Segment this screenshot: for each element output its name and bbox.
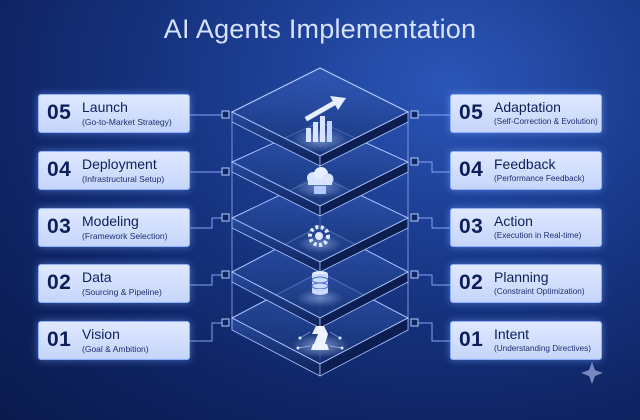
step-description: (Sourcing & Pipeline)	[82, 287, 162, 297]
step-description: (Constraint Optimization)	[494, 287, 585, 296]
step-number: 04	[459, 158, 484, 181]
step-description: (Infrastructural Setup)	[82, 174, 165, 184]
card-planning: 02 Planning (Constraint Optimization)	[450, 264, 602, 303]
step-name: Planning	[494, 269, 549, 285]
step-name: Action	[494, 213, 533, 229]
node-left-3	[221, 213, 230, 222]
card-deployment: 04 Deployment (Infrastructural Setup)	[38, 151, 190, 190]
step-name: Deployment	[82, 156, 157, 172]
node-left-4	[221, 167, 230, 176]
step-number: 04	[47, 158, 72, 181]
gear-icon	[298, 225, 342, 253]
growth-chart-icon	[292, 96, 348, 152]
connector-right-3	[414, 217, 450, 229]
chess-knight-icon	[290, 326, 350, 358]
database-icon	[296, 271, 344, 307]
cloud-server-icon	[294, 167, 346, 198]
step-number: 03	[459, 215, 484, 238]
step-number: 05	[47, 101, 72, 124]
node-right-2	[410, 270, 419, 279]
step-description: (Execution in Real-time)	[494, 231, 582, 240]
card-vision: 01 Vision (Goal & Ambition)	[38, 321, 190, 360]
card-action: 03 Action (Execution in Real-time)	[450, 208, 602, 247]
step-name: Modeling	[82, 213, 139, 229]
connector-right-2	[414, 274, 450, 286]
card-launch: 05 Launch (Go-to-Market Strategy)	[38, 94, 190, 133]
step-description: (Understanding Directives)	[494, 344, 591, 353]
card-intent: 01 Intent (Understanding Directives)	[450, 321, 602, 360]
step-number: 02	[459, 271, 484, 294]
node-left-5	[221, 110, 230, 119]
connector-left-3	[190, 217, 226, 229]
node-right-4	[410, 157, 419, 166]
connector-left-2	[190, 274, 226, 286]
step-number: 02	[47, 271, 72, 294]
connector-left-1	[190, 322, 226, 342]
step-description: (Self-Correction & Evolution)	[494, 117, 598, 126]
step-description: (Go-to-Market Strategy)	[82, 117, 172, 127]
step-description: (Goal & Ambition)	[82, 344, 149, 354]
step-description: (Performance Feedback)	[494, 174, 585, 183]
sparkle-icon	[581, 362, 603, 384]
step-name: Launch	[82, 99, 128, 115]
step-name: Vision	[82, 326, 120, 342]
card-data: 02 Data (Sourcing & Pipeline)	[38, 264, 190, 303]
card-adaptation: 05 Adaptation (Self-Correction & Evoluti…	[450, 94, 602, 133]
step-name: Feedback	[494, 156, 556, 172]
step-name: Adaptation	[494, 99, 561, 115]
step-number: 01	[459, 328, 484, 351]
step-name: Data	[82, 269, 112, 285]
connector-right-4	[414, 161, 450, 173]
node-right-1	[410, 318, 419, 327]
card-feedback: 04 Feedback (Performance Feedback)	[450, 151, 602, 190]
node-right-5	[410, 110, 419, 119]
step-description: (Framework Selection)	[82, 231, 168, 241]
node-left-2	[221, 270, 230, 279]
node-left-1	[221, 318, 230, 327]
card-modeling: 03 Modeling (Framework Selection)	[38, 208, 190, 247]
layer-3	[230, 175, 410, 273]
step-number: 05	[459, 101, 484, 124]
connector-right-1	[414, 322, 450, 342]
node-right-3	[410, 213, 419, 222]
step-name: Intent	[494, 326, 530, 342]
page-title: AI Agents Implementation	[163, 14, 477, 44]
step-number: 01	[47, 328, 72, 351]
step-number: 03	[47, 215, 72, 238]
